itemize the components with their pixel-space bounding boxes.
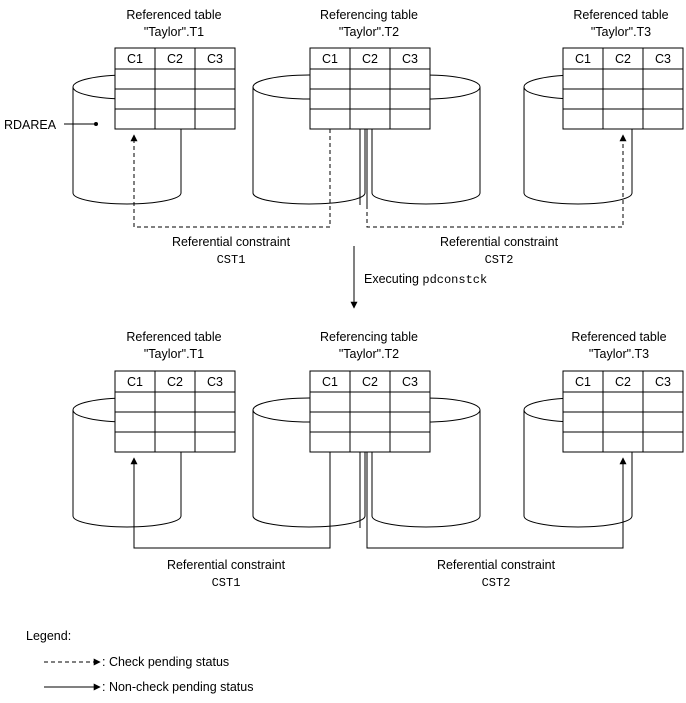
- t1-top-col-3: C3: [207, 52, 223, 66]
- cst2-solid-arrow: [366, 457, 627, 549]
- t1-bottom-col-2: C2: [167, 375, 183, 389]
- top-t2-name: "Taylor".T2: [339, 25, 399, 39]
- bottom-t1-name: "Taylor".T1: [144, 347, 204, 361]
- legend-check-pending: : Check pending status: [102, 655, 229, 669]
- bottom-t3-name: "Taylor".T3: [589, 347, 649, 361]
- transition-text: Executing pdconstck: [364, 272, 487, 287]
- cst1-dashed-arrow: [130, 129, 331, 228]
- bottom-t1-caption: Referenced table: [126, 330, 221, 344]
- bottom-cst1-caption: Referential constraint: [167, 558, 286, 572]
- table-t3-top: C1 C2 C3: [562, 47, 684, 130]
- cst2-dashed-arrow: [366, 134, 627, 228]
- table-t2-top: C1 C2 C3: [309, 47, 431, 130]
- t2-bottom-col-1: C1: [322, 375, 338, 389]
- t3-bottom-col-2: C2: [615, 375, 631, 389]
- bottom-cst1-name: CST1: [212, 576, 241, 590]
- t3-top-col-1: C1: [575, 52, 591, 66]
- legend-non-check-pending: : Non-check pending status: [102, 680, 253, 694]
- top-cst2-caption: Referential constraint: [440, 235, 559, 249]
- top-cst1-caption: Referential constraint: [172, 235, 291, 249]
- table-t2-bottom: C1 C2 C3: [309, 370, 431, 453]
- bottom-t3-caption: Referenced table: [571, 330, 666, 344]
- t3-bottom-col-3: C3: [655, 375, 671, 389]
- top-t3-name: "Taylor".T3: [591, 25, 651, 39]
- bottom-section: Referenced table "Taylor".T1 Referencing…: [72, 330, 684, 590]
- t1-top-col-2: C2: [167, 52, 183, 66]
- transition-command: pdconstck: [422, 273, 487, 287]
- t2-top-col-2: C2: [362, 52, 378, 66]
- cst1-solid-arrow: [130, 452, 331, 549]
- transition-prefix: Executing: [364, 272, 422, 286]
- legend-title: Legend:: [26, 629, 71, 643]
- top-cst2-name: CST2: [485, 253, 514, 267]
- top-cst1-name: CST1: [217, 253, 246, 267]
- rdarea-label: RDAREA: [4, 118, 57, 132]
- t2-top-col-1: C1: [322, 52, 338, 66]
- bottom-t2-caption: Referencing table: [320, 330, 418, 344]
- bottom-t2-name: "Taylor".T2: [339, 347, 399, 361]
- table-t1-top: C1 C2 C3: [114, 47, 236, 130]
- legend: Legend: : Check pending status : Non-che…: [26, 629, 253, 694]
- t2-bottom-col-3: C3: [402, 375, 418, 389]
- rdarea-pointer-dot: [94, 122, 98, 126]
- table-t3-bottom: C1 C2 C3: [562, 370, 684, 453]
- t1-bottom-col-1: C1: [127, 375, 143, 389]
- table-t1-bottom: C1 C2 C3: [114, 370, 236, 453]
- t3-bottom-col-1: C1: [575, 375, 591, 389]
- top-t1-caption: Referenced table: [126, 8, 221, 22]
- t3-top-col-2: C2: [615, 52, 631, 66]
- t1-top-col-1: C1: [127, 52, 143, 66]
- top-t3-caption: Referenced table: [573, 8, 668, 22]
- top-t2-caption: Referencing table: [320, 8, 418, 22]
- t2-bottom-col-2: C2: [362, 375, 378, 389]
- t2-top-col-3: C3: [402, 52, 418, 66]
- top-section: Referenced table "Taylor".T1 Referencing…: [4, 8, 684, 267]
- transition: Executing pdconstck: [350, 246, 487, 309]
- bottom-cst2-name: CST2: [482, 576, 511, 590]
- top-t1-name: "Taylor".T1: [144, 25, 204, 39]
- t3-top-col-3: C3: [655, 52, 671, 66]
- t1-bottom-col-3: C3: [207, 375, 223, 389]
- bottom-cst2-caption: Referential constraint: [437, 558, 556, 572]
